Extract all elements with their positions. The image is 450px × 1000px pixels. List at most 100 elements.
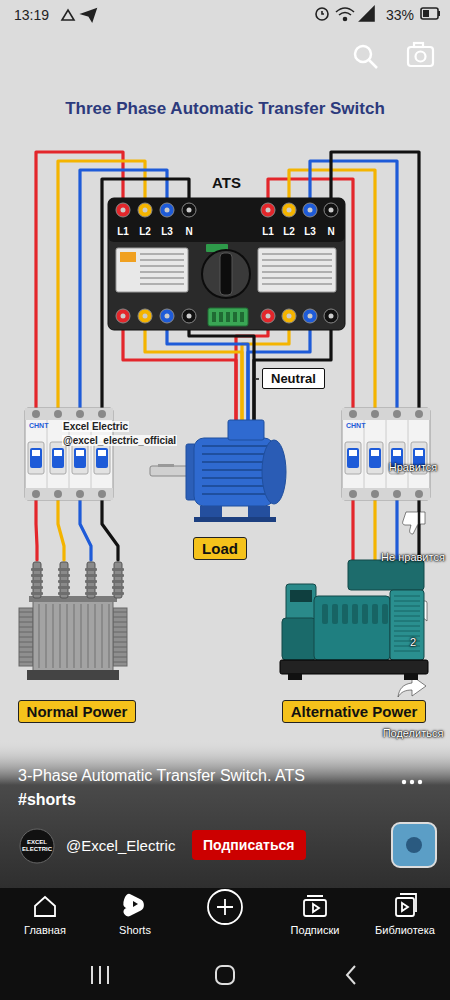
transformer-art [113,608,127,666]
search-icon [355,46,377,68]
transfer-switch-art [208,308,248,326]
transfer-switch-art [120,252,136,262]
transformer-art [108,604,110,668]
nav-icons [307,896,323,912]
music-thumb [392,823,436,867]
transformer-art [58,568,70,571]
terminal-label: L3 [161,226,173,237]
status-icons [360,7,374,21]
node-heading: ATS [212,174,241,191]
transformer-art [112,586,124,589]
transfer-switch-art [308,314,313,319]
transfer-switch-art [140,284,184,285]
generator-art [394,651,420,652]
more-dots [418,780,422,784]
camera-icon [408,47,433,66]
transfer-switch-art [233,312,237,322]
more-dots [402,780,406,784]
transfer-switch-art [287,314,292,319]
transfer-switch-art [182,309,196,323]
transfer-switch-art [116,248,188,292]
generator-art [314,596,390,660]
wire [58,500,64,560]
circuit-breaker-art [345,442,361,474]
watermark: Excel Electric [62,421,129,432]
transformer-art [31,568,43,571]
transfer-switch-art [266,314,271,319]
terminal-label: N [327,226,334,237]
transfer-switch-art [143,208,148,213]
transformer-art [19,662,33,663]
transformer-art [27,670,119,680]
status-icons [62,10,74,20]
system-nav [92,966,108,984]
transfer-switch-art [324,309,338,323]
transfer-switch-art [138,309,152,323]
transformer-art [58,586,70,589]
transfer-switch-art [121,314,126,319]
circuit-breaker-art [364,420,365,488]
transfer-switch-art [187,208,192,213]
status-icons [421,8,438,19]
motor-load-art [200,506,222,518]
circuit-breaker-art [349,450,357,456]
nav-icons [35,897,55,916]
circuit-breaker-art [347,448,359,468]
transformer-art [73,604,75,668]
nav-bar [0,888,450,1000]
transfer-switch-art [262,254,332,255]
circuit-breaker-art [393,450,401,456]
circuit-breaker-art [32,490,40,498]
motor-load-art [262,440,286,504]
comment-count: 2 [410,636,416,648]
circuit-breaker-art [28,442,44,474]
transformer-art [66,604,68,668]
transformer-art [113,632,127,633]
generator-art [394,646,420,647]
transformer-art [113,652,127,653]
transfer-switch: ATSL1L2L3NL1L2L3N [108,198,345,330]
transfer-switch-art [258,248,336,292]
transformer-art [59,604,61,668]
transformer-art [19,642,33,643]
brand-label: CHNT [29,422,48,429]
generator-art [390,590,424,660]
transfer-switch-art [303,203,317,217]
circuit-breaker-art [32,450,40,456]
generator: Alternative Power [278,560,430,682]
nav-label: Главная [24,924,66,936]
transformer-art [15,560,140,682]
transformer-art [19,632,33,633]
transformer-art [85,568,97,571]
circuit-breaker-art [76,490,84,498]
transformer-art [31,586,43,589]
transformer-art [19,652,33,653]
wire [351,500,354,560]
generator-art [394,621,420,622]
generator-art [282,618,316,660]
generator-art [348,560,424,590]
status-icons [344,18,347,21]
generator-art [290,590,312,602]
dislike-icon [403,512,425,534]
generator-art [352,604,358,624]
transformer-art [19,622,33,623]
transformer-art [113,642,127,643]
nav-icons [208,890,242,924]
hashtag: #shorts [18,791,76,809]
generator-art [394,636,420,637]
transfer-switch-art [212,312,216,322]
generator-art [394,606,420,607]
circuit-breaker-art [371,410,379,418]
transformer-art [101,604,103,668]
transformer-art [113,612,127,613]
generator-art [342,604,348,624]
transfer-switch-art [116,309,130,323]
transformer-art [113,647,127,648]
motor-load-art [202,445,268,447]
nav-label: Shorts [119,924,151,936]
diagram-title: Three Phase Automatic Transfer Switch [0,99,450,119]
terminal-label: N [185,226,192,237]
generator-art [394,616,420,617]
motor-load-art [228,420,264,440]
